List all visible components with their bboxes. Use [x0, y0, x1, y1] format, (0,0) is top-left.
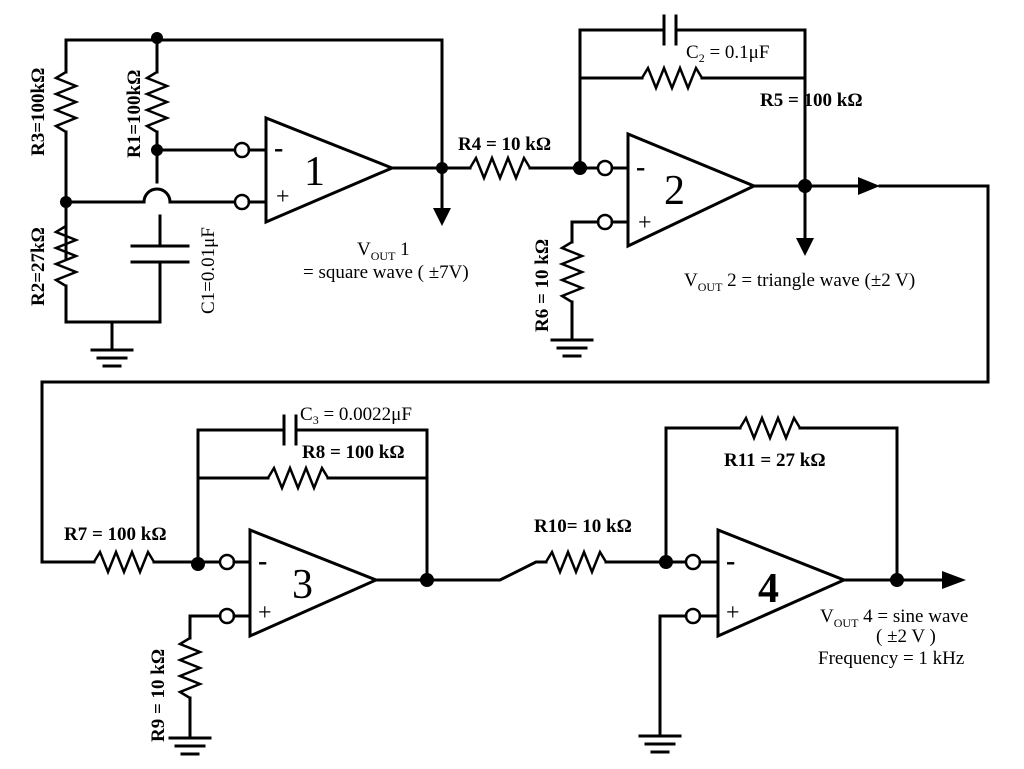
opamp-4-inverting-pin: [684, 553, 702, 571]
opamp-3-noninverting-pin: [218, 607, 236, 625]
wire-feedback-top: [64, 38, 444, 170]
opamp-4: [716, 527, 848, 639]
resistor-r5: [640, 64, 704, 92]
label-c3: C3 = 0.0022μF: [300, 404, 412, 427]
wire-r6-top: [570, 220, 600, 244]
label-c1: C1=0.01μF: [198, 227, 219, 314]
opamp-4-plus-sign: +: [726, 600, 740, 626]
label-vout2: VOUT 2 = triangle wave (±2 V): [684, 270, 915, 294]
opamp-3-minus-sign: -: [258, 546, 267, 577]
wire-noninverting-1: [64, 187, 238, 204]
wire-r2-bottom: [64, 284, 162, 324]
label-r8: R8 = 100 kΩ: [302, 442, 405, 463]
label-vout1-desc: = square wave ( ±7V): [303, 262, 469, 283]
opamp-4-noninverting-pin: [684, 607, 702, 625]
wire-c2-right: [674, 28, 807, 188]
wire-r9-top: [188, 614, 222, 640]
opamp-3: [248, 527, 380, 639]
stage-2-integrator: - + 2 R4 = 10 kΩ C2 = 0.1μF R5 = 100 kΩ …: [40, 14, 990, 564]
opamp-4-number: 4: [758, 566, 779, 612]
ground-symbol-4: [638, 734, 682, 754]
opamp-2-number: 2: [664, 168, 685, 214]
vout1-arrow-icon: [433, 208, 451, 226]
junction-dot: [420, 573, 434, 587]
junction-dot: [573, 161, 587, 175]
opamp-1-inverting-pin: [233, 141, 251, 159]
opamp-1-number: 1: [304, 149, 325, 195]
wire-stage2-to-stage3: [40, 184, 990, 564]
junction-dot: [798, 179, 812, 193]
output-2-arrow-icon: [858, 177, 880, 195]
junction-dot: [60, 196, 72, 208]
opamp-3-number: 3: [292, 562, 313, 608]
junction-dot: [890, 573, 904, 587]
resistor-r1: [143, 70, 171, 134]
ground-symbol-3: [168, 736, 212, 756]
opamp-2-plus-sign: +: [638, 210, 652, 236]
junction-dot: [659, 555, 673, 569]
opamp-1-minus-sign: -: [274, 133, 283, 164]
wire-c3-right: [294, 428, 429, 582]
ground-symbol-1: [90, 348, 134, 368]
stage-4-output: - + 4 R10= 10 kΩ R11 = 27 kΩ VOUT 4 = si…: [534, 414, 968, 754]
opamp-2: [626, 131, 758, 249]
label-r1: R1=100kΩ: [124, 70, 145, 158]
wire-out-3: [374, 560, 548, 582]
label-c2: C2 = 0.1μF: [686, 42, 769, 65]
resistor-r6: [558, 240, 586, 304]
opamp-1-noninverting-pin: [233, 193, 251, 211]
label-r9: R9 = 10 kΩ: [148, 649, 169, 742]
opamp-3-inverting-pin: [218, 553, 236, 571]
label-vout4-frequency: Frequency = 1 kHz: [818, 648, 964, 669]
stage-1-square-wave-generator: - + 1 R3=100kΩ R1=100kΩ R2=27kΩ C1=0.01μ…: [28, 32, 472, 368]
output-4-arrow-icon: [942, 571, 966, 589]
junction-dot: [191, 557, 205, 571]
junction-dot: [151, 144, 163, 156]
resistor-r7: [92, 548, 156, 576]
ground-symbol-2: [550, 338, 594, 358]
opamp-4-minus-sign: -: [726, 546, 735, 577]
opamp-1-plus-sign: +: [276, 184, 290, 210]
label-r3: R3=100kΩ: [28, 68, 49, 156]
label-r7: R7 = 100 kΩ: [64, 524, 167, 545]
label-r4: R4 = 10 kΩ: [458, 134, 551, 155]
wire-ground-4: [658, 614, 688, 736]
label-vout1: VOUT 1: [357, 239, 410, 263]
resistor-r11: [738, 414, 802, 442]
resistor-r8: [266, 464, 330, 492]
label-r10: R10= 10 kΩ: [534, 516, 632, 537]
opamp-2-inverting-pin: [596, 159, 614, 177]
opamp-1: [264, 115, 396, 225]
resistor-r2: [52, 224, 80, 288]
resistor-r3: [52, 70, 80, 134]
label-vout4: VOUT 4 = sine wave: [820, 606, 968, 630]
opamp-3-plus-sign: +: [258, 600, 272, 626]
label-r5: R5 = 100 kΩ: [760, 90, 863, 111]
label-r6: R6 = 10 kΩ: [532, 239, 553, 332]
vout2-arrow-icon: [796, 238, 814, 256]
label-r2: R2=27kΩ: [28, 227, 49, 306]
junction-dot: [151, 32, 163, 44]
opamp-2-minus-sign: -: [636, 152, 645, 183]
opamp-2-noninverting-pin: [596, 213, 614, 231]
stage-3-integrator: - + 3 C3 = 0.0022μF R8 = 100 kΩ R7 = 100…: [64, 404, 548, 756]
resistor-r9: [176, 636, 204, 700]
resistor-r4: [468, 154, 532, 182]
label-r11: R11 = 27 kΩ: [724, 450, 826, 471]
resistor-r10: [544, 548, 608, 576]
label-vout4-amplitude: ( ±2 V ): [876, 626, 936, 647]
wire-r11-right: [798, 426, 899, 582]
